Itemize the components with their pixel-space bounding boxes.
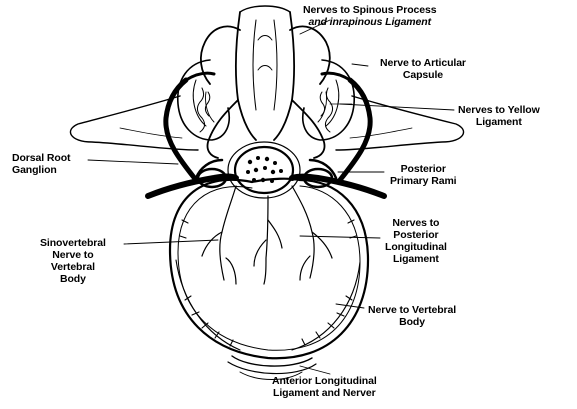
vertebral-body <box>170 179 368 380</box>
posterior-primary-rami <box>166 73 370 180</box>
label-articular-capsule-nerve: Nerve to Articular Capsule <box>380 57 466 81</box>
label-posterior-primary-rami: Posterior Primary Rami <box>390 163 457 187</box>
label-dorsal-root-ganglion: Dorsal Root Ganglion <box>12 152 70 176</box>
label-posterior-longitudinal-nerves: Nerves to Posterior Longitudinal Ligamen… <box>385 217 447 265</box>
label-vertebral-body-nerve: Nerve to Vertebral Body <box>368 304 456 328</box>
label-anterior-longitudinal: Anterior Longitudinal Ligament and Nerve… <box>272 375 377 399</box>
anterior-longitudinal-nerves <box>176 220 360 350</box>
label-yellow-ligament-nerves: Nerves to Yellow Ligament <box>458 104 540 128</box>
yellow-ligament-nerves <box>197 88 352 132</box>
sinovertebral-nerves <box>202 186 332 284</box>
spinal-cord <box>228 142 300 198</box>
label-sinovertebral-nerve: Sinovertebral Nerve to Vertebral Body <box>40 237 106 285</box>
label-spinous-nerves: Nerves to Spinous Process and inrapinous… <box>303 4 436 28</box>
